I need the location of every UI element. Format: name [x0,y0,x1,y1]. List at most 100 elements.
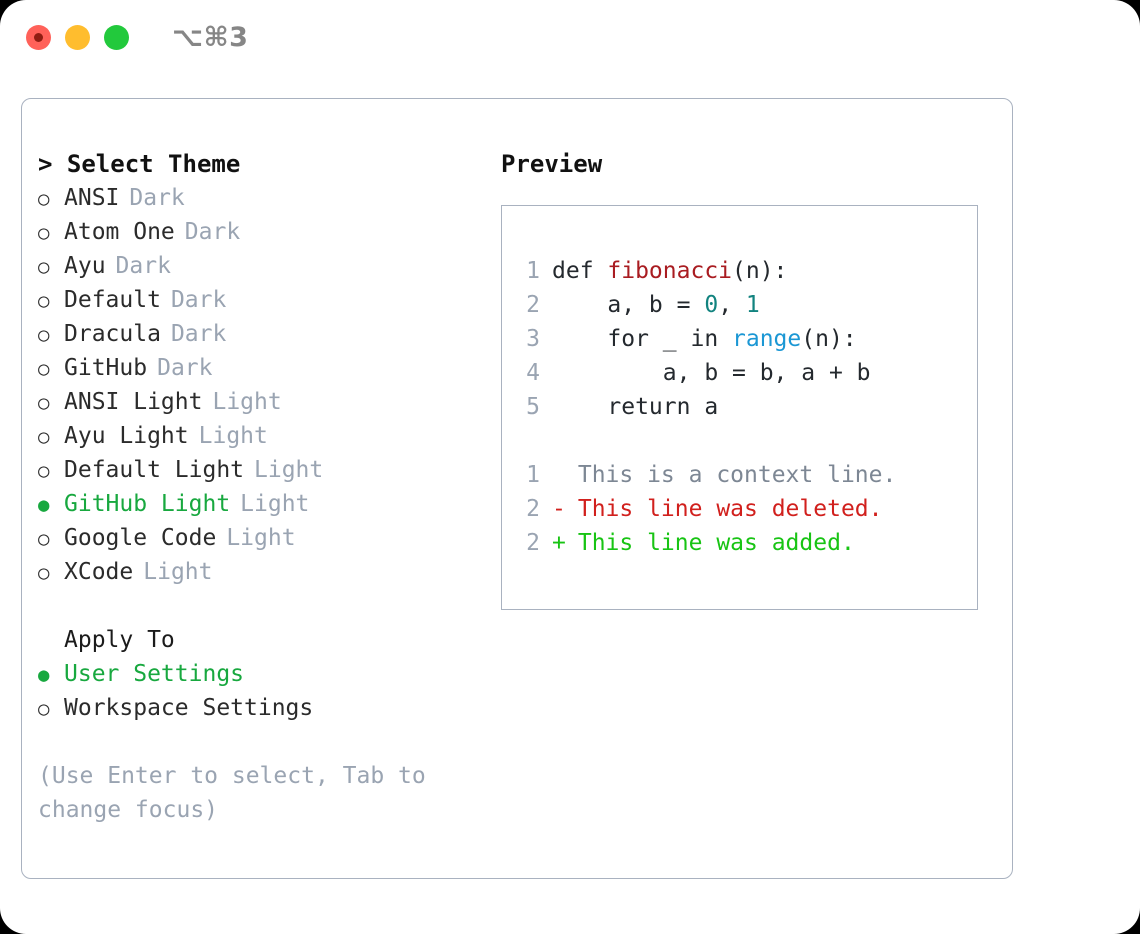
code-token: 1 [745,292,760,318]
theme-variant-badge: Dark [170,321,227,347]
radio-unselected-icon[interactable]: ○ [38,256,50,278]
keyboard-shortcut-label: ⌥⌘3 [172,22,249,53]
theme-variant-badge: Dark [170,287,227,313]
diff-text: This is a context line. [564,462,897,488]
apply-to-list[interactable]: ●User Settings ○ Workspace Settings [38,657,488,725]
theme-variant-badge: Dark [157,355,213,381]
code-line: 5 return a [514,390,896,424]
theme-variant-badge: Light [254,457,324,483]
diff-sign: - [552,496,566,522]
radio-unselected-icon[interactable]: ○ [38,188,50,210]
theme-name: Dracula [64,321,161,347]
traffic-lights [26,25,129,50]
list-spacer [38,589,488,623]
apply-to-label: Workspace Settings [64,695,314,721]
code-token: (n): [801,326,857,352]
theme-list-item[interactable]: ○ Default Light Light [38,453,488,487]
radio-selected-icon[interactable]: ● [38,664,50,686]
apply-to-item[interactable]: ●User Settings [38,657,488,691]
theme-variant-badge: Dark [184,219,241,245]
code-line: 2 a, b = 0, 1 [514,288,896,322]
diff-line: 1 This is a context line. [514,458,896,492]
theme-variant-badge: Light [198,423,268,449]
radio-selected-icon[interactable]: ● [38,494,50,516]
code-token: a, b = [552,292,705,318]
theme-name: Ayu Light [64,423,189,449]
apply-to-item[interactable]: ○ Workspace Settings [38,691,488,725]
select-theme-heading: > Select Theme [38,150,241,178]
diff-lines: 1 This is a context line.2- This line wa… [514,458,896,560]
minimize-button[interactable] [65,25,90,50]
theme-name: Atom One [64,219,175,245]
radio-unselected-icon[interactable]: ○ [38,562,50,584]
code-token: fibonacci [607,258,733,284]
code-token: return a [552,394,719,420]
line-number: 1 [526,258,540,284]
code-diff-separator [514,424,896,458]
radio-unselected-icon[interactable]: ○ [38,358,50,380]
radio-unselected-icon[interactable]: ○ [38,426,50,448]
theme-list-item[interactable]: ○ Atom One Dark [38,215,488,249]
radio-unselected-icon[interactable]: ○ [38,528,50,550]
theme-variant-badge: Dark [129,185,185,211]
code-token: a, b = b, a + b [552,360,871,386]
radio-unselected-icon[interactable]: ○ [38,460,50,482]
theme-variant-badge: Light [212,389,282,415]
zoom-button[interactable] [104,25,129,50]
line-number: 4 [526,360,540,386]
line-number: 2 [526,530,540,556]
radio-unselected-icon[interactable]: ○ [38,324,50,346]
radio-unselected-icon[interactable]: ○ [38,392,50,414]
line-number: 2 [526,496,540,522]
theme-name: GitHub Light [64,491,231,517]
radio-unselected-icon[interactable]: ○ [38,290,50,312]
code-line: 3 for _ in range(n): [514,322,896,356]
code-token: range [732,326,802,352]
code-token: def [552,258,608,284]
theme-list-item[interactable]: ○ Dracula Dark [38,317,488,351]
code-line: 4 a, b = b, a + b [514,356,896,390]
theme-list-item[interactable]: ○ GitHub Dark [38,351,488,385]
close-button[interactable] [26,25,51,50]
diff-line: 2 + This line was added. [514,526,896,560]
diff-line: 2- This line was deleted. [514,492,896,526]
title-bar: ⌥⌘3 [0,0,1140,78]
theme-name: XCode [64,559,134,585]
theme-name: GitHub [64,355,148,381]
radio-unselected-icon[interactable]: ○ [38,222,50,244]
theme-list-item[interactable]: ○ Ayu Dark [38,249,488,283]
theme-name: ANSI [64,185,120,211]
theme-list-item[interactable]: ○ ANSI Dark [38,181,488,215]
radio-unselected-icon[interactable]: ○ [38,698,50,720]
theme-name: Ayu [64,253,106,279]
theme-name: Google Code [64,525,217,551]
preview-heading: Preview [501,150,603,178]
theme-variant-badge: Light [143,559,213,585]
theme-list-item[interactable]: ○ XCode Light [38,555,488,589]
diff-text: This line was deleted. [564,496,883,522]
code-token: 0 [704,292,719,318]
theme-name: Default Light [64,457,245,483]
theme-list-item[interactable]: ○ Ayu Light Light [38,419,488,453]
diff-text: This line was added. [564,530,855,556]
line-number: 3 [526,326,540,352]
code-token: , [718,292,746,318]
code-token: for _ in [552,326,733,352]
line-number: 2 [526,292,540,318]
theme-variant-badge: Dark [115,253,171,279]
line-number: 5 [526,394,540,420]
diff-sign: + [552,530,566,556]
